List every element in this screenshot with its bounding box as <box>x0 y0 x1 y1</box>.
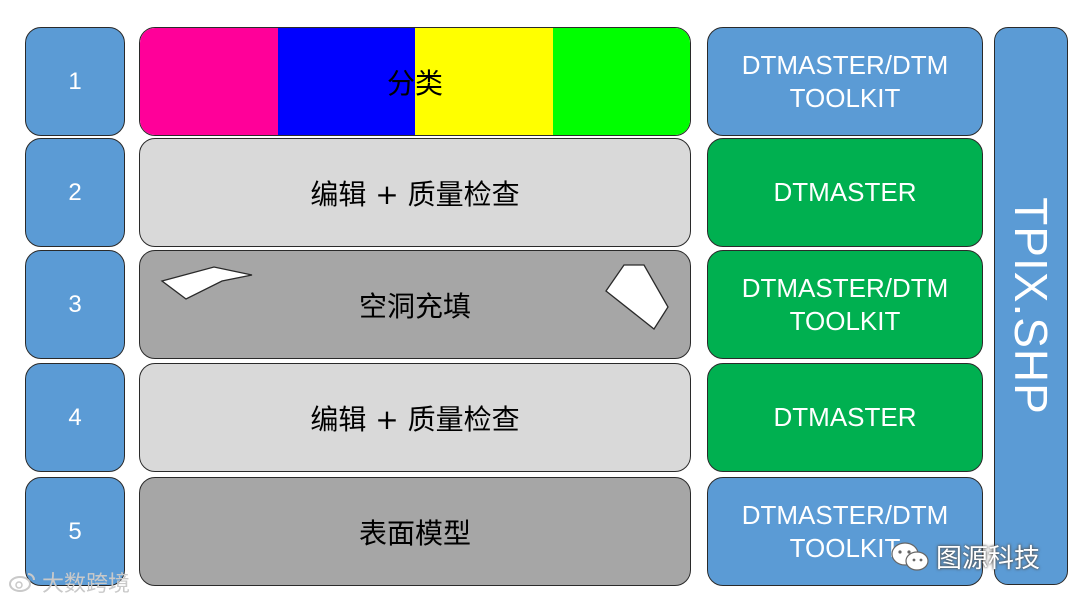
step-label: 编辑 + 质量检查 <box>310 402 520 436</box>
hole-shape-left-icon <box>160 266 253 300</box>
step-number-label: 3 <box>68 290 82 318</box>
step-number-2: 2 <box>25 138 125 247</box>
tool-label: DTMASTER <box>773 402 917 432</box>
wechat-icon <box>891 541 929 571</box>
stripe-blue <box>277 28 415 135</box>
tool-box-4: DTMASTER <box>707 363 983 472</box>
watermark-left-text: 大数跨境 <box>42 572 131 597</box>
stripe-green <box>552 28 690 135</box>
tool-label: DTMASTER/DTM TOOLKIT <box>741 272 949 336</box>
tool-label: DTMASTER/DTM TOOLKIT <box>741 499 949 563</box>
step-number-1: 1 <box>25 27 125 136</box>
step-hole-filling: 空洞充填 <box>139 250 691 359</box>
step-number-4: 4 <box>25 363 125 472</box>
watermark-right: 图源科技 <box>890 538 1040 575</box>
step-label: 表面模型 <box>358 516 471 550</box>
output-format-label: TPIX.SHP <box>1005 197 1058 415</box>
step-label: 分类 <box>386 66 443 100</box>
output-format-bar: TPIX.SHP <box>994 27 1068 585</box>
tool-box-2: DTMASTER <box>707 138 983 247</box>
tool-label: DTMASTER <box>773 177 917 207</box>
watermark-right-text: 图源科技 <box>936 544 1041 574</box>
hole-shape-right-icon <box>605 264 669 330</box>
step-label: 编辑 + 质量检查 <box>310 177 520 211</box>
step-number-3: 3 <box>25 250 125 359</box>
stripe-magenta <box>140 28 278 135</box>
step-number-label: 2 <box>68 178 82 206</box>
step-label: 空洞充填 <box>358 289 471 323</box>
step-number-label: 5 <box>68 517 82 545</box>
step-number-label: 1 <box>68 67 82 95</box>
classification-color-stripes <box>140 28 690 135</box>
step-edit-qc-1: 编辑 + 质量检查 <box>139 138 691 247</box>
step-classify: 分类 <box>139 27 691 136</box>
stripe-yellow <box>415 28 553 135</box>
tool-label: DTMASTER/DTM TOOLKIT <box>741 49 949 113</box>
tool-box-1: DTMASTER/DTM TOOLKIT <box>707 27 983 136</box>
step-edit-qc-2: 编辑 + 质量检查 <box>139 363 691 472</box>
step-surface-model: 表面模型 <box>139 477 691 586</box>
step-number-label: 4 <box>68 403 82 431</box>
tool-box-5: DTMASTER/DTM TOOLKIT <box>707 477 983 586</box>
watermark-left: 大数跨境 <box>8 566 130 598</box>
tool-box-3: DTMASTER/DTM TOOLKIT <box>707 250 983 359</box>
weibo-icon <box>9 573 35 592</box>
step-number-5: 5 <box>25 477 125 586</box>
